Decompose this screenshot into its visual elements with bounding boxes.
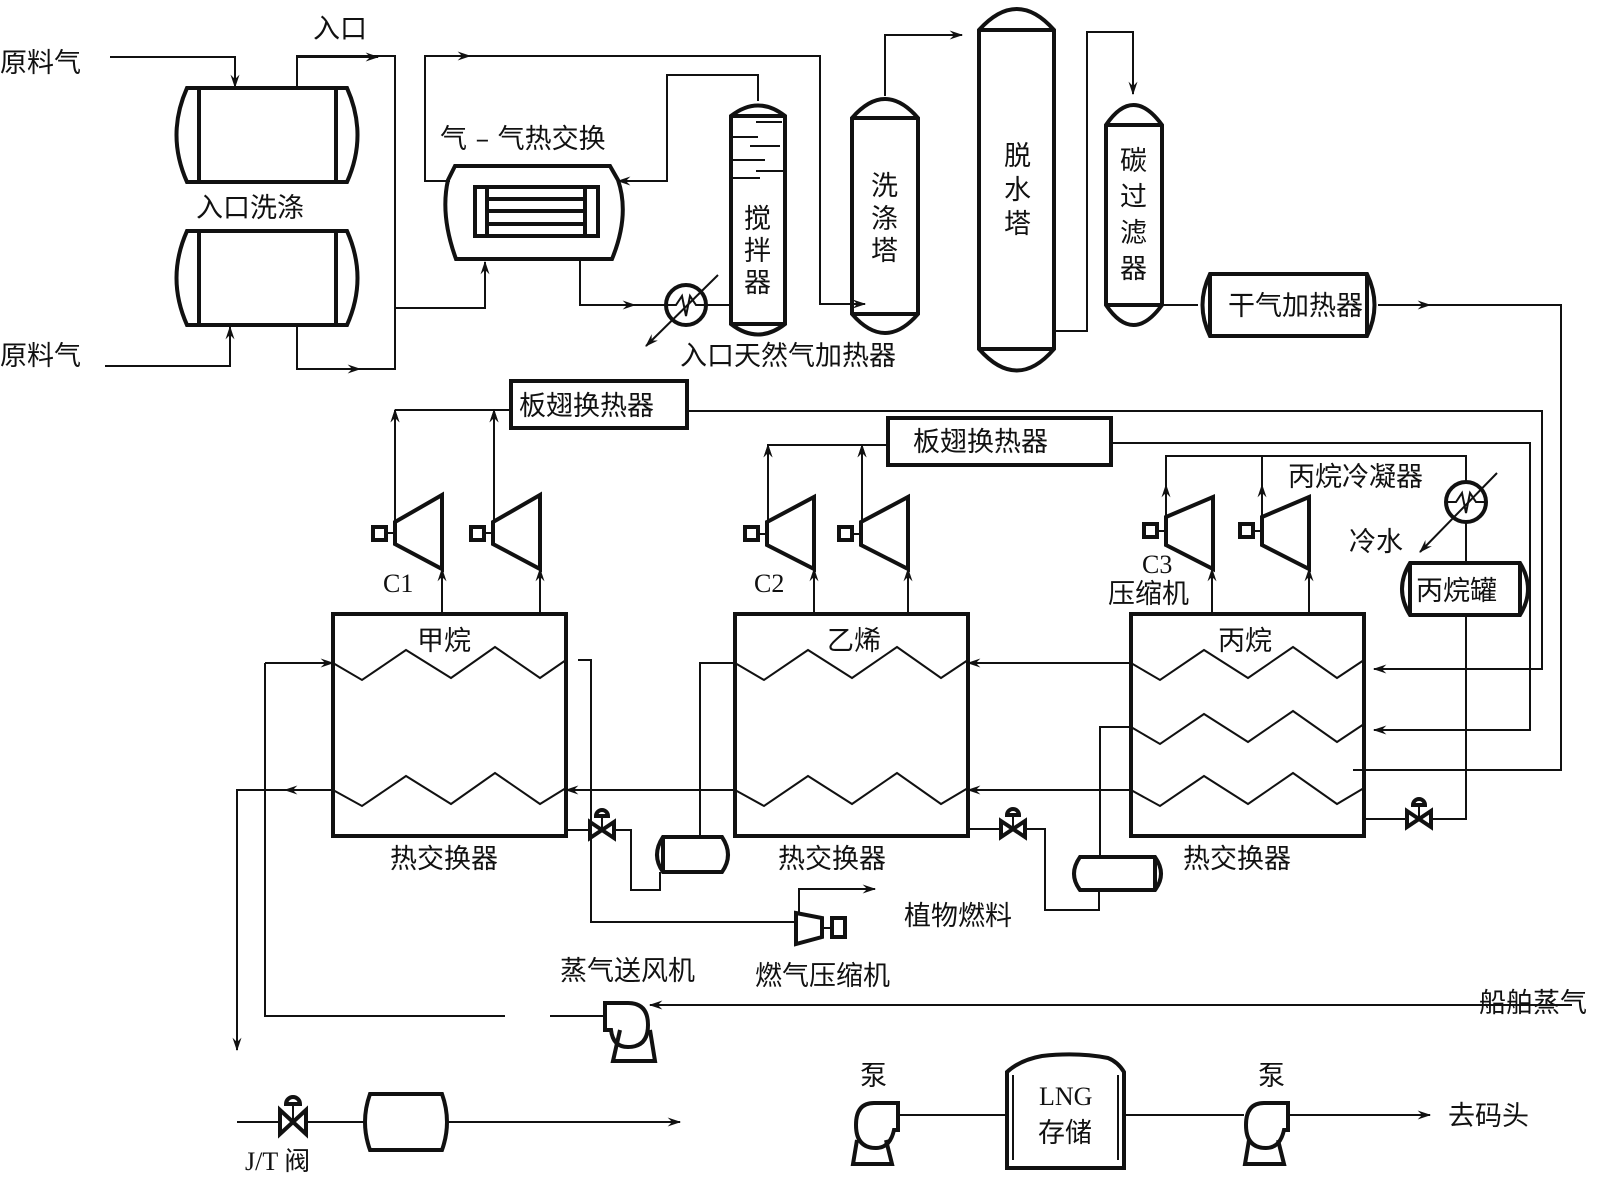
feed-top-pipe	[110, 56, 240, 89]
mixer-label-3: 器	[744, 268, 771, 299]
pump-1	[850, 1101, 900, 1166]
compressor-label: 压缩机	[1108, 579, 1189, 610]
fuel-gas-compressor-label: 燃气压缩机	[755, 961, 890, 992]
dehydration-tower: 脱 水 塔	[977, 7, 1138, 373]
compressor-c2a	[743, 493, 816, 573]
lng-storage-label-1: LNG	[1039, 1082, 1092, 1111]
expansion-valve-1	[566, 808, 661, 891]
inlet-gas-heater-label: 入口天然气加热器	[680, 341, 896, 372]
plate-fin-exchanger-2-label: 板翅换热器	[913, 427, 1048, 458]
dry-gas-heater-label: 干气加热器	[1228, 291, 1363, 322]
lng-separator	[363, 1092, 449, 1152]
lng-storage-tank: LNG 存储	[1005, 1052, 1126, 1170]
heat-exchanger-1-label: 热交换器	[390, 844, 498, 875]
propane-tank-label: 丙烷罐	[1416, 576, 1497, 607]
feed-gas-top-label: 原料气	[0, 48, 81, 79]
inlet-scrubber-section: 原料气 原料气 入口 入口洗涤	[0, 14, 490, 374]
dry-gas-heater: 干气加热器	[1200, 272, 1562, 771]
gas-gas-exchanger: 气 – 气热交换	[424, 51, 867, 310]
compressor-c2-label: C2	[754, 569, 784, 598]
flash-drum-1	[655, 662, 735, 874]
wash-tower-label-2: 涤	[871, 204, 898, 235]
scrubber-bottom-outlet-pipe	[296, 308, 396, 370]
gas-gas-exchanger-label: 气 – 气热交换	[440, 124, 606, 155]
dehydration-tower-label-3: 塔	[1004, 209, 1031, 240]
hx-methane-label: 甲烷	[417, 626, 471, 657]
carbon-filter-label-2: 过	[1120, 182, 1147, 213]
compressor-group-c1: C1	[371, 408, 545, 614]
propane-tank: 丙烷罐	[1400, 561, 1530, 820]
pump-1-label: 泵	[860, 1061, 887, 1092]
compressor-c3-label: C3	[1142, 550, 1172, 579]
inlet-scrubber-vessel-top	[174, 86, 360, 184]
feed-to-hx-pipe	[1353, 304, 1562, 771]
plate-fin-exchanger-2: 板翅换热器	[767, 416, 1531, 735]
heat-exchanger-propane: 丙烷 热交换器	[1129, 612, 1366, 875]
propane-condenser-label: 丙烷冷凝器	[1288, 462, 1423, 493]
carbon-filter-label-4: 器	[1120, 254, 1147, 285]
flash-drum-2	[1072, 726, 1163, 892]
jt-valve	[278, 1095, 308, 1139]
gas-gas-to-wash-tower-pipe	[424, 55, 867, 309]
steam-blower: 蒸气送风机 船舶蒸气	[264, 663, 1587, 1063]
dehydration-tower-label-2: 水	[1004, 175, 1031, 206]
to-dock-label: 去码头	[1448, 1101, 1529, 1132]
inlet-gas-heater: 入口天然气加热器	[645, 274, 896, 372]
inlet-scrubber-label: 入口洗涤	[196, 193, 304, 224]
cold-water-label: 冷水	[1349, 527, 1403, 558]
compressor-group-c3: C3 压缩机	[1108, 455, 1467, 614]
compressor-group-c2: C2	[743, 443, 913, 614]
lng-storage-label-2: 存储	[1038, 1118, 1092, 1149]
plant-fuel-label: 植物燃料	[904, 901, 1012, 932]
propane-condenser: 丙烷冷凝器 冷水	[1288, 462, 1498, 563]
heat-exchanger-ethylene: 乙烯 热交换器	[733, 612, 970, 875]
carbon-filter-label-1: 碳	[1120, 146, 1147, 177]
wash-tower-label-3: 塔	[871, 236, 898, 267]
inlet-scrubber-vessel-bottom	[174, 229, 360, 327]
carbon-filter-label-3: 滤	[1120, 218, 1147, 249]
compressor-c1b	[469, 491, 542, 573]
wash-tower-label-1: 洗	[871, 171, 898, 202]
plate-fin-exchanger-1: 板翅换热器	[395, 379, 1543, 674]
compressor-c2b	[837, 493, 910, 573]
compressor-c3b	[1238, 493, 1311, 573]
mixer-label-2: 拌	[744, 236, 771, 267]
fuel-gas-compressor: 植物燃料 燃气压缩机	[578, 659, 1012, 992]
wash-tower: 洗 涤 塔	[850, 30, 964, 335]
mixer-label-1: 搅	[744, 204, 771, 235]
hx-ethylene-label: 乙烯	[827, 626, 881, 657]
compressor-c1-label: C1	[383, 569, 413, 598]
hx-propane-label: 丙烷	[1218, 626, 1272, 657]
expansion-valve-2	[968, 807, 1100, 911]
lng-product-line: J/T 阀 泵 LNG 存储 泵 去码头	[237, 1052, 1529, 1176]
feed-gas-bottom-label: 原料气	[0, 341, 81, 372]
compressor-c1a	[371, 491, 444, 573]
heat-exchanger-3-label: 热交换器	[1183, 844, 1291, 875]
steam-blower-label: 蒸气送风机	[560, 956, 695, 987]
plate-fin-exchanger-1-label: 板翅换热器	[519, 391, 654, 422]
to-gas-gas-exchanger-pipe	[395, 260, 490, 309]
jt-valve-label: J/T 阀	[245, 1147, 310, 1176]
heat-exchanger-methane: 甲烷 热交换器	[331, 612, 568, 875]
dehydration-tower-label-1: 脱	[1004, 141, 1031, 172]
inlet-label: 入口	[313, 14, 367, 45]
feed-bottom-pipe	[105, 325, 235, 367]
carbon-filter: 碳 过 滤 器	[1104, 103, 1198, 327]
pump-2-label: 泵	[1258, 1061, 1285, 1092]
expansion-valve-3	[1364, 797, 1433, 831]
mixer-to-gas-gas-pipe	[616, 74, 759, 186]
mixer-vessel: 搅 拌 器	[729, 103, 787, 337]
heat-exchanger-2-label: 热交换器	[778, 844, 886, 875]
ship-vapor-label: 船舶蒸气	[1479, 988, 1587, 1019]
pump-2	[1242, 1101, 1290, 1166]
